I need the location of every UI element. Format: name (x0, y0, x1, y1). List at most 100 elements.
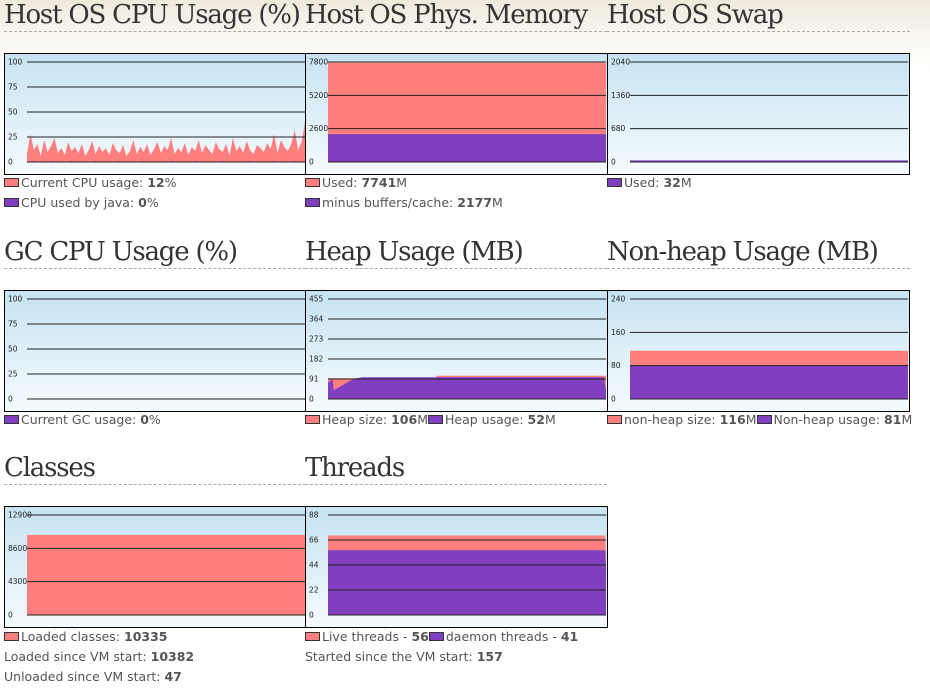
memory-series-secondary-area (328, 134, 606, 162)
cpu-title: Host OS CPU Usage (%) (4, 0, 306, 32)
y-tick-label: 80 (611, 361, 621, 370)
y-tick-label: 273 (309, 335, 324, 344)
legend-value: 12 (147, 175, 165, 190)
y-tick-label: 0 (309, 158, 314, 167)
legend-swatch (305, 415, 320, 424)
legend-value: 81 (884, 412, 902, 427)
legend-value: 10335 (124, 629, 168, 644)
legend-row: minus buffers/cache: 2177M (305, 193, 503, 213)
y-tick-label: 88 (309, 511, 319, 520)
legend-row: Loaded since VM start: 10382 (4, 647, 194, 667)
swap-panel-header: Host OS Swap (607, 0, 910, 32)
legend-value: 116 (719, 412, 746, 427)
threads-chart-svg: 88 66 44 22 0 (306, 507, 607, 627)
legend-row: CPU used by java: 0% (4, 193, 177, 213)
legend-label: Heap size: (322, 412, 392, 427)
legend-unit: M (417, 412, 428, 427)
legend-row: Used: 32M (607, 173, 692, 193)
gc-panel-header: GC CPU Usage (%) (4, 237, 306, 269)
legend-entry: CPU used by java: 0% (4, 195, 159, 210)
gc-legend: Current GC usage: 0% (4, 410, 161, 430)
legend-row: Unloaded since VM start: 47 (4, 667, 194, 687)
legend-unit: % (146, 195, 159, 210)
legend-swatch (607, 415, 622, 424)
legend-label: Loaded since VM start: (4, 649, 151, 664)
legend-value: 106 (391, 412, 418, 427)
threads-series-secondary-area (328, 550, 606, 615)
y-tick-label: 22 (309, 586, 319, 595)
legend-value: 0 (138, 195, 147, 210)
legend-entry: Used: 7741M (305, 175, 407, 190)
nonheap-title: Non-heap Usage (MB) (607, 237, 910, 269)
y-tick-label: 7800 (309, 58, 328, 67)
legend-swatch (4, 632, 19, 641)
threads-title: Threads (305, 453, 607, 485)
y-tick-label: 1360 (611, 91, 630, 100)
legend-entry: Non-heap usage: 81M (756, 412, 913, 427)
legend-unit: M (544, 412, 556, 427)
legend-row: Used: 7741M (305, 173, 503, 193)
legend-swatch (428, 632, 444, 641)
heap-panel-header: Heap Usage (MB) (305, 237, 607, 269)
legend-label: Current CPU usage: (21, 175, 148, 190)
y-tick-label: 455 (309, 295, 324, 304)
legend-value: 52 (527, 412, 545, 427)
y-tick-label: 0 (611, 158, 616, 167)
y-tick-label: 91 (309, 375, 319, 384)
legend-label: minus buffers/cache: (322, 195, 458, 210)
legend-entry: Live threads - 56 (305, 629, 429, 644)
y-tick-label: 2600 (309, 124, 328, 133)
chart-background (608, 54, 909, 174)
y-tick-label: 50 (8, 345, 18, 354)
gc-title: GC CPU Usage (%) (4, 237, 306, 269)
legend-label: Used: (624, 175, 664, 190)
legend-entry: Unloaded since VM start: 47 (4, 669, 182, 684)
legend-unit: M (901, 412, 913, 427)
legend-entry: Current GC usage: 0% (4, 412, 161, 427)
y-tick-label: 75 (8, 320, 18, 329)
legend-entry: daemon threads - 41 (428, 629, 579, 644)
legend-value: 56 (411, 629, 429, 644)
heap-series-secondary-area (328, 377, 606, 399)
legend-unit: M (745, 412, 757, 427)
legend-row: Loaded classes: 10335 (4, 627, 194, 647)
y-tick-label: 0 (309, 611, 314, 620)
swap-title: Host OS Swap (607, 0, 910, 32)
legend-value: 32 (663, 175, 681, 190)
legend-label: Used: (322, 175, 362, 190)
legend-value: 2177 (457, 195, 493, 210)
legend-label: Non-heap usage: (773, 412, 885, 427)
y-tick-label: 182 (309, 355, 324, 364)
memory-panel-header: Host OS Phys. Memory (305, 0, 607, 32)
y-tick-label: 44 (309, 561, 319, 570)
threads-panel-header: Threads (305, 453, 607, 485)
legend-unit: M (492, 195, 503, 210)
legend-label: Current GC usage: (21, 412, 141, 427)
cpu-legend: Current CPU usage: 12%CPU used by java: … (4, 173, 177, 213)
memory-chart: 7800 5200 2600 0 (305, 53, 608, 175)
y-tick-label: 25 (8, 370, 18, 379)
legend-label: Unloaded since VM start: (4, 669, 165, 684)
legend-entry: Current CPU usage: 12% (4, 175, 177, 190)
y-tick-label: 5200 (309, 91, 328, 100)
nonheap-series-secondary-area (630, 365, 908, 399)
legend-entry: Started since the VM start: 157 (305, 649, 503, 664)
y-tick-label: 680 (611, 124, 626, 133)
y-tick-label: 66 (309, 536, 319, 545)
legend-swatch (4, 415, 19, 424)
legend-label: Heap usage: (444, 412, 528, 427)
y-tick-label: 50 (8, 108, 18, 117)
swap-legend: Used: 32M (607, 173, 692, 193)
classes-panel-header: Classes (4, 453, 306, 485)
legend-value: 41 (560, 629, 579, 644)
